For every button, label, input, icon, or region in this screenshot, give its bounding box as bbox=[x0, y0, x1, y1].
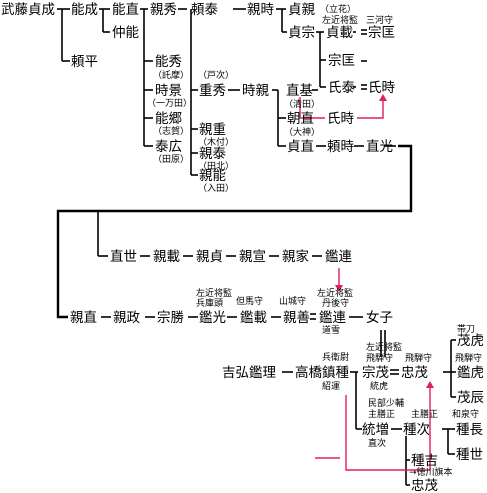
person-chikanobu: 親宣 bbox=[239, 249, 266, 265]
note-tokugawa-hatamoto: →徳川旗本 bbox=[409, 466, 453, 478]
note-tachibana: （立花） bbox=[320, 3, 356, 15]
note-shuzen-sho2: 主膳正 bbox=[411, 408, 438, 420]
note-izumi-kami: 和泉守 bbox=[452, 408, 479, 420]
person-sadatsugu: 貞載 bbox=[326, 25, 353, 41]
person-yoritoki: 頼時 bbox=[327, 139, 354, 155]
note-dousetsu: 道雪 bbox=[322, 324, 340, 336]
note-toukou: 統虎 bbox=[370, 380, 388, 392]
note-sakon-shogen2: 左近将監 bbox=[196, 287, 232, 299]
person-munemasu: 統増 bbox=[362, 422, 389, 438]
person-naomoto: 直基 bbox=[286, 82, 313, 99]
person-tokikage: 時景 bbox=[155, 83, 182, 99]
person-ujiyasu: 氏泰 bbox=[328, 80, 355, 96]
person-chikayoshi: 親能 bbox=[199, 168, 226, 184]
person-tokichika: 時親 bbox=[242, 83, 269, 99]
note-hida-kami3: 飛騨守 bbox=[455, 352, 482, 364]
person-sadanari: 武藤貞成 bbox=[1, 2, 55, 18]
note-yamashiro-kami: 山城守 bbox=[279, 295, 306, 307]
note-minbu-shoyu: 民部少輔 bbox=[368, 397, 404, 409]
note-heji: （戸次） bbox=[198, 69, 234, 81]
person-munemasa: 宗匡 bbox=[368, 25, 395, 41]
person-naoyo: 直世 bbox=[110, 249, 137, 265]
person-munekatsu: 宗勝 bbox=[157, 310, 184, 326]
person-yoriyasu: 頼泰 bbox=[191, 2, 218, 18]
person-akinori: 鑑載 bbox=[240, 309, 267, 326]
note-omiwa: （大神） bbox=[284, 126, 320, 138]
note-tsukuma: （託摩） bbox=[153, 69, 189, 81]
person-yoshinao: 能直 bbox=[112, 2, 139, 18]
note-takita: （田北） bbox=[198, 161, 234, 172]
person-takahashi: 高橋鎮種 bbox=[295, 364, 349, 381]
person-joshi: 女子 bbox=[366, 309, 393, 326]
note-tawara: （田原） bbox=[153, 154, 189, 165]
note-naotsugu: 直次 bbox=[368, 437, 386, 449]
note-kitsuki: （木付） bbox=[198, 136, 234, 148]
person-tanekichi: 種吉 bbox=[411, 453, 438, 469]
person-shigehide: 重秀 bbox=[199, 83, 226, 99]
person-naomitsu: 直光 bbox=[366, 139, 393, 155]
person-akimitsu: 鑑光 bbox=[199, 309, 226, 326]
person-tadashige: 忠茂 bbox=[401, 364, 428, 381]
person-yasuhiro: 泰広 bbox=[155, 139, 182, 155]
person-kanren1: 鑑連 bbox=[325, 248, 352, 265]
note-mikawa-kami: 三河守 bbox=[366, 14, 393, 26]
person-tadashige2: 忠茂 bbox=[411, 477, 438, 493]
person-sadamune: 貞宗 bbox=[288, 25, 315, 41]
person-munemune: 宗匡 bbox=[328, 53, 355, 69]
person-shigetatsu: 茂辰 bbox=[457, 389, 484, 406]
person-ujitoki: 氏時 bbox=[368, 80, 395, 96]
note-kiyota: （清田） bbox=[284, 98, 320, 110]
person-chikamasa: 親政 bbox=[113, 310, 140, 326]
person-chikanori: 親載 bbox=[153, 249, 180, 265]
adoption-arrows bbox=[299, 94, 434, 471]
note-shuzen-sho: 主膳正 bbox=[368, 408, 395, 420]
person-chikanao: 親直 bbox=[70, 310, 97, 326]
person-yorihide1: 能秀 bbox=[155, 54, 182, 70]
annotations: （立花） 左近将監 三河守 （託摩） （一万田） （志賀） （田原） （戸次） … bbox=[147, 3, 482, 478]
note-tajima-kami: 但馬守 bbox=[236, 295, 263, 307]
note-irita: （入田） bbox=[198, 183, 234, 194]
person-tanetsugu: 種次 bbox=[403, 422, 430, 438]
person-kanren2: 鑑連 bbox=[319, 309, 346, 326]
person-tanenaga: 種長 bbox=[456, 422, 483, 438]
connector-lines bbox=[56, 8, 456, 486]
person-nakayoshi: 仲能 bbox=[112, 25, 139, 41]
person-munemochi: 宗茂 bbox=[362, 364, 389, 381]
note-hida-kami: 飛騨守 bbox=[366, 352, 393, 364]
person-chikayasu: 親泰 bbox=[199, 146, 226, 162]
person-sadanao: 貞直 bbox=[287, 139, 314, 155]
note-hyoe-jo: 兵衛尉 bbox=[322, 351, 349, 363]
person-yoshinari: 能成 bbox=[71, 2, 98, 18]
person-asanao: 朝直 bbox=[287, 111, 314, 127]
note-hida-kami2: 飛騨守 bbox=[405, 352, 432, 364]
person-chikayoshi2: 親善 bbox=[283, 310, 310, 326]
person-akitora: 鑑虎 bbox=[457, 364, 484, 381]
person-shigetora: 茂虎 bbox=[457, 332, 484, 349]
person-taneyo: 種世 bbox=[456, 447, 483, 463]
person-sadachika: 貞親 bbox=[288, 2, 315, 18]
note-sakon-shogen4: 左近将監 bbox=[366, 341, 402, 353]
note-shiga: （志賀） bbox=[153, 125, 189, 137]
note-tatewaki: 帯刀 bbox=[457, 323, 475, 335]
person-ujitoki2: 氏時 bbox=[327, 111, 354, 127]
person-chikatoki: 親時 bbox=[247, 2, 274, 18]
note-tango-kami: 丹後守 bbox=[322, 297, 349, 309]
person-yoshihiro: 吉弘鑑理 bbox=[222, 364, 276, 381]
person-chikaie: 親家 bbox=[282, 248, 309, 265]
person-chikasada: 親貞 bbox=[196, 249, 223, 265]
person-yorihira: 頼平 bbox=[71, 54, 98, 70]
person-yorisato: 能郷 bbox=[155, 111, 182, 127]
note-hyogo-kami: 兵庫頭 bbox=[196, 297, 223, 309]
note-jounun: 紹運 bbox=[322, 380, 340, 392]
note-sakon-shogen: 左近将監 bbox=[322, 14, 358, 26]
person-chikashige: 親重 bbox=[199, 122, 226, 138]
note-ichimanda: （一万田） bbox=[147, 98, 192, 109]
note-sakon-shogen3: 左近将監 bbox=[317, 287, 353, 299]
person-chikahide: 親秀 bbox=[150, 2, 177, 18]
